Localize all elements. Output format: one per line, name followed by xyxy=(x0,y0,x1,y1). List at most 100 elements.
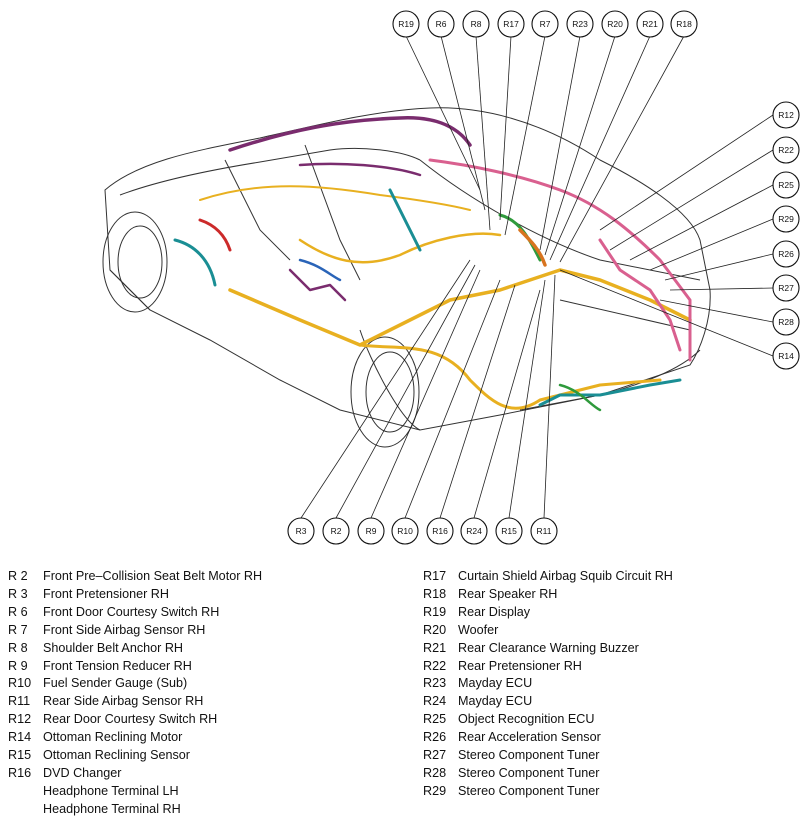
rear-wheel xyxy=(350,336,420,448)
legend-label: Curtain Shield Airbag Squib Circuit RH xyxy=(458,569,673,583)
legend-code xyxy=(8,801,43,819)
legend-code: R 6 xyxy=(8,604,28,619)
svg-text:R2: R2 xyxy=(331,526,342,536)
callout-R18: R18 xyxy=(670,10,698,38)
callout-R16: R16 xyxy=(426,517,454,545)
callout-R28: R28 xyxy=(772,308,800,336)
legend-item: R 8 Shoulder Belt Anchor RH xyxy=(8,640,262,658)
harness-teal-rear xyxy=(538,378,682,407)
legend-item: R25 Object Recognition ECU xyxy=(423,711,673,729)
harness-blue xyxy=(298,258,342,282)
harness-teal xyxy=(173,238,217,287)
legend-code: R29 xyxy=(423,783,447,798)
callout-R19: R19 xyxy=(392,10,420,38)
callout-R14: R14 xyxy=(772,342,800,370)
svg-text:R26: R26 xyxy=(778,249,794,259)
legend-code: R 8 xyxy=(8,640,28,655)
harness-pink-trunk xyxy=(598,238,682,352)
legend-item: R20 Woofer xyxy=(423,622,673,640)
svg-text:R17: R17 xyxy=(503,19,519,29)
legend-code: R27 xyxy=(423,748,447,763)
legend-label: Rear Side Airbag Sensor RH xyxy=(43,694,204,709)
legend-label: Ottoman Reclining Sensor xyxy=(43,748,190,763)
legend-code: R18 xyxy=(423,586,447,601)
harness-yellow-cabin xyxy=(298,232,502,264)
harness-purple-roof xyxy=(228,116,472,152)
legend-code: R24 xyxy=(423,694,447,709)
svg-text:R19: R19 xyxy=(398,19,414,29)
callout-R7: R7 xyxy=(531,10,559,38)
svg-text:R28: R28 xyxy=(778,317,794,327)
legend-label: Ottoman Reclining Motor xyxy=(43,730,183,745)
legend-code: R21 xyxy=(423,640,447,655)
legend-label: Mayday ECU xyxy=(458,676,533,691)
callout-R17: R17 xyxy=(497,10,525,38)
legend-code: R22 xyxy=(423,658,447,673)
legend-code: R12 xyxy=(8,712,32,727)
legend-label: Rear Display xyxy=(458,604,531,619)
svg-text:R24: R24 xyxy=(466,526,482,536)
svg-text:R10: R10 xyxy=(397,526,413,536)
legend-code: R10 xyxy=(8,676,32,691)
legend-item: Headphone Terminal RH xyxy=(8,801,262,819)
callout-R15: R15 xyxy=(495,517,523,545)
legend-code: R 2 xyxy=(8,569,28,583)
svg-text:R9: R9 xyxy=(366,526,377,536)
svg-text:R14: R14 xyxy=(778,351,794,361)
legend-code: R20 xyxy=(423,622,447,637)
svg-text:R18: R18 xyxy=(676,19,692,29)
legend-label: Fuel Sender Gauge (Sub) xyxy=(43,676,188,691)
legend-code: R28 xyxy=(423,765,447,780)
harness-wiring xyxy=(173,116,692,412)
legend-item: R17 Curtain Shield Airbag Squib Circuit R… xyxy=(423,568,673,586)
svg-text:R16: R16 xyxy=(432,526,448,536)
legend-label: Woofer xyxy=(458,622,499,637)
callout-R21: R21 xyxy=(636,10,664,38)
legend-label: Rear Door Courtesy Switch RH xyxy=(43,712,218,727)
callout-R26: R26 xyxy=(772,240,800,268)
svg-text:R22: R22 xyxy=(778,145,794,155)
svg-text:R12: R12 xyxy=(778,110,794,120)
legend-code: R17 xyxy=(423,569,447,583)
legend-code: R15 xyxy=(8,748,32,763)
svg-text:R3: R3 xyxy=(296,526,307,536)
callout-R6: R6 xyxy=(427,10,455,38)
legend-label: DVD Changer xyxy=(43,765,122,780)
legend-code: R25 xyxy=(423,712,447,727)
legend-code: R19 xyxy=(423,604,447,619)
legend-label: Rear Speaker RH xyxy=(458,586,558,601)
callouts-right: R12 R22 R25 R29 R26 R27 R28 R14 xyxy=(772,101,800,370)
legend-label: Object Recognition ECU xyxy=(458,712,595,727)
leader-lines xyxy=(300,35,774,519)
svg-text:R21: R21 xyxy=(642,19,658,29)
legend-code: R26 xyxy=(423,730,447,745)
harness-orange xyxy=(518,228,547,267)
callout-R10: R10 xyxy=(391,517,419,545)
legend-label: Headphone Terminal LH xyxy=(43,783,179,798)
legend-label: Stereo Component Tuner xyxy=(458,765,600,780)
legend-label: Front Side Airbag Sensor RH xyxy=(43,622,206,637)
harness-red xyxy=(198,218,232,252)
harness-teal-pillar xyxy=(388,188,422,252)
legend-right: R17 Curtain Shield Airbag Squib Circuit R… xyxy=(423,568,673,801)
legend-item: R12 Rear Door Courtesy Switch RH xyxy=(8,711,262,729)
legend-label: Rear Clearance Warning Buzzer xyxy=(458,640,639,655)
callout-R12: R12 xyxy=(772,101,800,129)
legend-item: R15 Ottoman Reclining Sensor xyxy=(8,747,262,765)
callouts-top: R19 R6 R8 R17 R7 R23 R20 R21 R18 xyxy=(392,10,698,38)
legend-code: R11 xyxy=(8,694,31,709)
legend-item: R21 Rear Clearance Warning Buzzer xyxy=(423,640,673,658)
legend-label: Shoulder Belt Anchor RH xyxy=(43,640,184,655)
svg-text:R29: R29 xyxy=(778,214,794,224)
legend-item: Headphone Terminal LH xyxy=(8,783,262,801)
harness-green-rear xyxy=(558,383,602,412)
